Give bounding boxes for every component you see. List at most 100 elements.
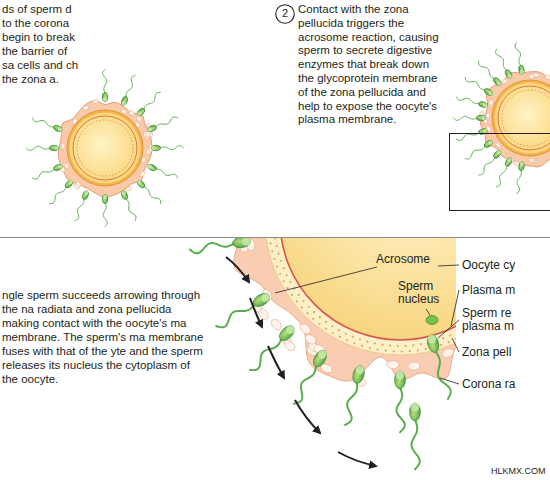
- granulosa-cell: [501, 78, 508, 85]
- zona-granule: [286, 287, 288, 289]
- sperm-tail: [479, 61, 495, 79]
- sperm-tail: [103, 69, 107, 93]
- callout-circle: [276, 5, 295, 24]
- sperm-head: [147, 124, 157, 132]
- sperm-head: [311, 348, 329, 369]
- sperm-head: [120, 190, 128, 200]
- step-description: Contact with the zona pellucida triggers…: [298, 3, 444, 127]
- sperm-tail: [517, 170, 522, 194]
- acrosome: [147, 164, 153, 170]
- sperm-head: [102, 194, 107, 203]
- step-number: 2: [275, 4, 295, 24]
- zona-granule: [338, 329, 340, 331]
- acrosome: [147, 127, 153, 133]
- granulosa-cell: [488, 99, 494, 106]
- granulosa-cell: [544, 74, 550, 80]
- granulosa-cell: [533, 73, 540, 78]
- motion-arrow: [338, 452, 376, 466]
- sperm-head: [518, 161, 525, 171]
- sperm-head: [120, 96, 128, 106]
- granulosa-cell: [387, 360, 399, 369]
- zona-granule: [440, 344, 442, 346]
- leader-line: [440, 378, 459, 384]
- corona-radiata: [480, 72, 550, 167]
- zona-granule: [393, 350, 395, 352]
- zona-granule: [282, 267, 284, 269]
- zona-granule: [449, 334, 451, 336]
- oocyte-figure: [26, 69, 183, 226]
- granulosa-cell: [139, 170, 146, 177]
- zona-granule: [308, 306, 310, 308]
- zona-granule: [274, 238, 276, 240]
- sperm-tail: [75, 198, 84, 220]
- zona-granule: [339, 336, 341, 338]
- acrosome: [103, 194, 107, 199]
- sperm-head: [492, 76, 502, 86]
- zona-granule: [366, 341, 368, 343]
- sperm-head: [147, 124, 157, 132]
- sperm-head: [395, 371, 406, 389]
- part-label: Sperm nucleus: [398, 280, 448, 306]
- granulosa-cell: [145, 131, 151, 138]
- zona-granule: [312, 318, 314, 320]
- zona-granule: [389, 345, 391, 347]
- sperm-head: [102, 93, 107, 102]
- sperm-head: [152, 145, 161, 150]
- oocyte: [498, 86, 550, 150]
- sperm-tail: [479, 157, 495, 175]
- granulosa-cell: [92, 99, 99, 104]
- granulosa-cell: [408, 362, 421, 371]
- sperm-head: [483, 87, 494, 96]
- sperm-tail: [144, 187, 161, 204]
- sperm-tail: [515, 43, 521, 67]
- sperm-head: [147, 163, 157, 171]
- sperm-head: [81, 190, 89, 200]
- zona-granule: [374, 342, 376, 344]
- granulosa-cell: [298, 322, 312, 336]
- sperm-head: [426, 333, 441, 353]
- zona-granule: [385, 350, 387, 352]
- granulosa-cell: [441, 347, 455, 359]
- sperm-head: [504, 69, 513, 80]
- oocyte-closeup: [190, 238, 456, 469]
- sperm-head: [478, 101, 488, 109]
- zona-granule: [302, 300, 304, 302]
- acrosome: [136, 111, 142, 117]
- sperm-head: [64, 179, 74, 189]
- sperm-tail: [216, 304, 255, 328]
- zona-granule: [306, 312, 308, 314]
- motion-arrows: [226, 257, 376, 466]
- step-description: ds of sperm d to the corona begin to bre…: [2, 2, 82, 86]
- part-label: Sperm re plasma m: [462, 307, 517, 333]
- zona-granule: [271, 250, 273, 252]
- zona-granule: [325, 321, 327, 323]
- part-label: Zona pell: [462, 345, 511, 359]
- sperm-head: [311, 348, 329, 369]
- sperm-tail: [103, 203, 107, 227]
- leader-line: [275, 267, 377, 293]
- motion-arrow: [250, 298, 262, 327]
- motion-arrow: [226, 257, 249, 282]
- granulosa-cell: [128, 110, 135, 117]
- sperm-tail: [435, 351, 451, 399]
- sperm-head: [50, 145, 59, 150]
- zona-granule: [318, 323, 320, 325]
- granulosa-cell: [135, 115, 142, 122]
- sperm-tail: [190, 243, 235, 253]
- acrosome: [284, 324, 296, 336]
- granulosa-cell: [82, 105, 89, 111]
- corona-radiata: [234, 238, 456, 381]
- sperm-head: [53, 124, 63, 132]
- granulosa-cell: [75, 181, 82, 188]
- sperm-head: [395, 371, 406, 389]
- sperm-head: [53, 163, 63, 171]
- acrosome: [481, 116, 486, 120]
- sperm-head: [478, 128, 488, 136]
- acrosome: [241, 238, 251, 246]
- sperm-head: [120, 190, 128, 200]
- part-label: Plasma m: [462, 283, 515, 297]
- acrosome: [103, 97, 107, 102]
- step-description: ngle sperm succeeds arrowing through the…: [2, 288, 207, 386]
